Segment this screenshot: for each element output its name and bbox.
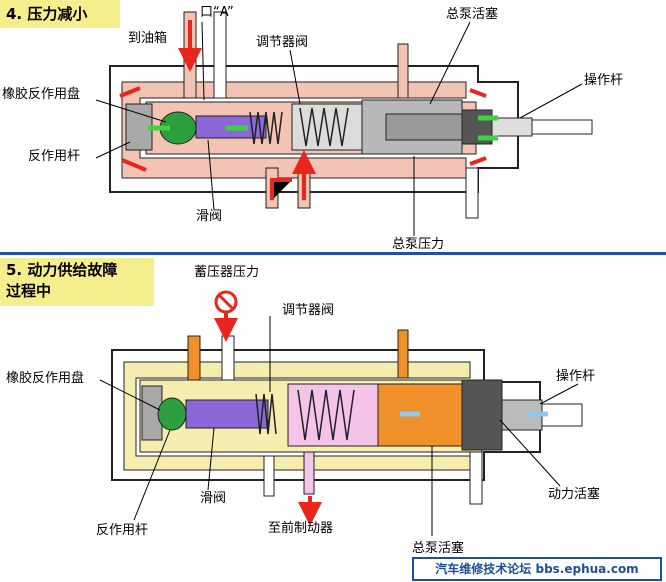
diagram-power-failure [99, 290, 583, 536]
label-master-piston-2: 总泵活塞 [412, 541, 465, 556]
label-regulator-valve-2: 调节器阀 [282, 303, 335, 318]
label-spool-valve-1: 滑阀 [196, 209, 223, 224]
label-rubber-disc-1: 橡胶反作用盘 [2, 87, 81, 102]
section-title-4: 4. 压力减小 [0, 0, 120, 28]
watermark: 汽车维修技术论坛 bbs.ephua.com [412, 557, 662, 581]
label-regulator-valve-1: 调节器阀 [256, 35, 309, 50]
section-title-5-line1: 5. 动力供给故障 [6, 261, 118, 279]
label-rubber-disc-2: 橡胶反作用盘 [6, 371, 85, 386]
label-power-piston: 动力活塞 [548, 487, 601, 502]
section-divider [0, 252, 666, 255]
label-master-piston-1: 总泵活塞 [446, 7, 499, 22]
label-push-rod-2: 操作杆 [556, 369, 596, 384]
label-to-reservoir: 到油箱 [128, 31, 168, 46]
label-to-front-brakes: 至前制动器 [268, 521, 334, 536]
section-title-5: 5. 动力供给故障 过程中 [0, 258, 154, 306]
label-reaction-rod-1: 反作用杆 [28, 149, 81, 164]
label-spool-valve-2: 滑阀 [200, 491, 227, 506]
label-reaction-rod-2: 反作用杆 [96, 523, 149, 538]
label-port-a: 口“A” [200, 5, 234, 20]
diagram-pressure-decrease [95, 11, 593, 236]
section-title-5-line2: 过程中 [6, 282, 52, 300]
label-master-pressure: 总泵压力 [392, 237, 445, 252]
label-accumulator-pressure: 蓄压器压力 [194, 265, 260, 280]
label-push-rod-1: 操作杆 [584, 73, 624, 88]
